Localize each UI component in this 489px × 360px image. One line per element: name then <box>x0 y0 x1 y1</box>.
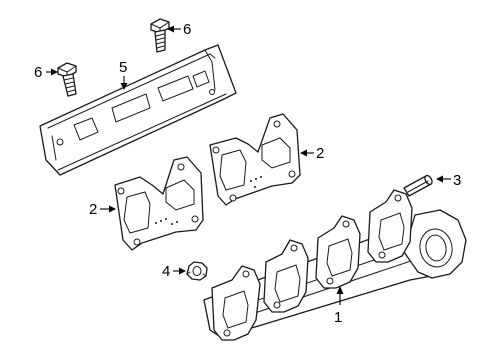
callout-label-6-left: 6 <box>34 64 42 81</box>
bolt-left <box>57 62 77 97</box>
bolt-top <box>150 18 170 53</box>
callout-label-6-top: 6 <box>183 21 191 38</box>
callout-label-2-right: 2 <box>316 145 324 162</box>
exhaust-manifold <box>203 189 467 341</box>
gasket-left <box>114 156 204 251</box>
nut <box>186 261 208 281</box>
callout-label-1: 1 <box>334 309 342 326</box>
callout-2-left: 2 <box>89 201 116 218</box>
callout-5: 5 <box>119 59 128 90</box>
callout-label-5: 5 <box>119 59 127 76</box>
callout-6-top: 6 <box>167 21 191 38</box>
callout-1: 1 <box>334 286 344 326</box>
stud <box>403 174 433 197</box>
callout-label-4: 4 <box>162 263 170 280</box>
callout-label-3: 3 <box>453 172 461 189</box>
callout-6-left: 6 <box>34 64 58 81</box>
callout-4: 4 <box>162 263 186 280</box>
callout-3: 3 <box>436 172 461 189</box>
callout-2-right: 2 <box>300 145 324 162</box>
gasket-right <box>209 113 301 206</box>
heat-shield <box>39 44 237 176</box>
callout-label-2-left: 2 <box>89 201 97 218</box>
